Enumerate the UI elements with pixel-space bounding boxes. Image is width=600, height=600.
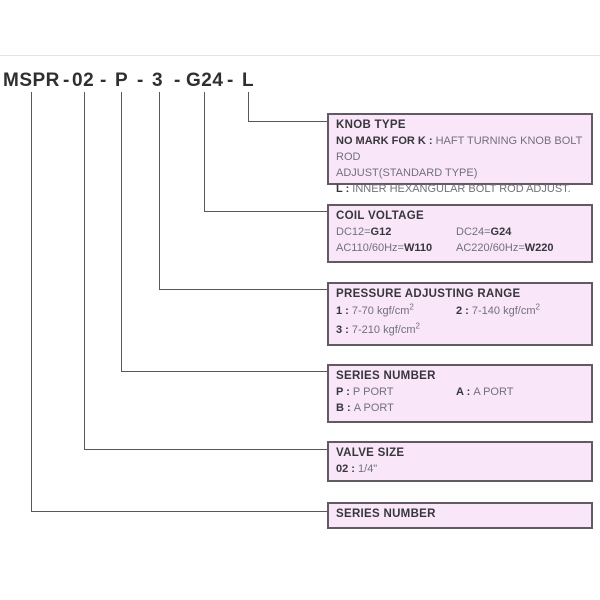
series-number-bottom-box: SERIES NUMBER	[327, 502, 593, 529]
knob-type-box: KNOB TYPE NO MARK FOR K : HAFT TURNING K…	[327, 113, 593, 195]
code-separator: -	[227, 70, 234, 91]
coil-option-dc12: DC12=G12	[336, 226, 392, 238]
pressure-range-row1: 1 : 7-70 kgf/cm2 2 : 7-140 kgf/cm2	[336, 302, 584, 321]
code-segment-knob-type: L	[242, 70, 255, 91]
series-number-row2: B : A PORT	[336, 400, 584, 416]
pressure-option-3: 3 : 7-210 kgf/cm2	[336, 321, 420, 336]
series-number-title: SERIES NUMBER	[336, 370, 436, 382]
code-segment-valve-size: 02	[72, 70, 95, 91]
code-separator: -	[63, 70, 70, 91]
valve-size-row: 02 : 1/4"	[336, 461, 584, 477]
series-number-row1: P : P PORT A : A PORT	[336, 384, 584, 400]
code-segment-series: P	[115, 70, 129, 91]
pressure-range-box: PRESSURE ADJUSTING RANGE 1 : 7-70 kgf/cm…	[327, 282, 593, 346]
code-segment-pressure: 3	[152, 70, 164, 91]
coil-voltage-box: COIL VOLTAGE DC12=G12 DC24=G24 AC110/60H…	[327, 204, 593, 263]
connector-valve-size	[84, 92, 328, 450]
coil-option-ac220: AC220/60Hz=W220	[456, 242, 554, 254]
code-segment-mspr: MSPR	[3, 70, 60, 91]
code-separator: -	[174, 70, 181, 91]
code-separator: -	[100, 70, 107, 91]
series-option-a: A : A PORT	[456, 386, 514, 398]
knob-type-line2: ADJUST(STANDARD TYPE)	[336, 167, 478, 179]
valve-size-box: VALVE SIZE 02 : 1/4"	[327, 441, 593, 482]
valve-size-title: VALVE SIZE	[336, 447, 405, 459]
connector-series-number	[121, 92, 328, 372]
connector-knob-type	[248, 92, 328, 122]
coil-voltage-row1: DC12=G12 DC24=G24	[336, 224, 584, 240]
coil-option-dc24: DC24=G24	[456, 226, 512, 238]
series-option-p: P : P PORT	[336, 386, 394, 398]
coil-option-ac110: AC110/60Hz=W110	[336, 242, 433, 254]
connector-pressure-range	[159, 92, 328, 290]
knob-type-line3: L : INNER HEXANGULAR BOLT ROD ADJUST.	[336, 181, 584, 197]
code-separator: -	[137, 70, 144, 91]
code-segment-coil-voltage: G24	[186, 70, 224, 91]
series-option-b: B : A PORT	[336, 402, 394, 414]
top-divider	[0, 55, 600, 56]
knob-type-line1-key: NO MARK FOR K :	[336, 135, 436, 147]
knob-type-line1: NO MARK FOR K : HAFT TURNING KNOB BOLT R…	[336, 133, 584, 165]
knob-type-line1-desc: HAFT TURNING KNOB BOLT ROD	[336, 135, 583, 163]
pressure-range-row2: 3 : 7-210 kgf/cm2	[336, 321, 584, 340]
knob-type-line3-key: L :	[336, 183, 353, 195]
valve-size-option-02: 02 : 1/4"	[336, 463, 378, 475]
coil-voltage-row2: AC110/60Hz=W110 AC220/60Hz=W220	[336, 240, 584, 256]
series-number-bottom-title: SERIES NUMBER	[336, 508, 436, 520]
pressure-option-2: 2 : 7-140 kgf/cm2	[456, 302, 540, 317]
knob-type-line3-desc: INNER HEXANGULAR BOLT ROD ADJUST.	[352, 183, 571, 195]
pressure-option-1: 1 : 7-70 kgf/cm2	[336, 302, 414, 317]
pressure-range-title: PRESSURE ADJUSTING RANGE	[336, 288, 521, 300]
series-number-box: SERIES NUMBER P : P PORT A : A PORT B : …	[327, 364, 593, 423]
coil-voltage-title: COIL VOLTAGE	[336, 210, 424, 222]
knob-type-title: KNOB TYPE	[336, 119, 406, 131]
connector-series-number-bottom	[31, 92, 328, 512]
connector-coil-voltage	[204, 92, 328, 212]
